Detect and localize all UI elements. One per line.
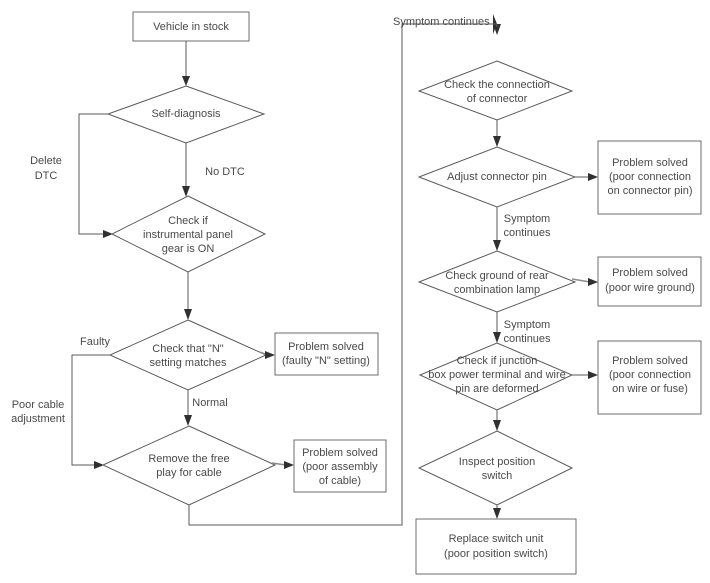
edge-check-panel-to-check-n <box>184 272 192 320</box>
node-solved-poor-assembly-label-line2: (poor assembly <box>302 461 378 473</box>
edge-remove-free-play-to-solved-cable <box>271 461 294 469</box>
edge-label-symptom-continues-2: Symptom continues <box>503 319 551 345</box>
node-check-n-setting[interactable]: Check that "N" setting matches <box>108 319 268 391</box>
node-self-diagnosis-label: Self-diagnosis <box>151 108 221 120</box>
node-solved-connector-pin-label-line1: Problem solved <box>612 157 688 169</box>
node-check-rear-lamp-ground[interactable]: Check ground of rear combination lamp <box>417 250 577 313</box>
edge-label-normal: Normal <box>192 397 227 409</box>
edge-check-junction-to-inspect-switch <box>493 410 501 431</box>
edge-label-symptom-continues-2-line1: Symptom <box>504 319 550 331</box>
node-vehicle-in-stock[interactable]: Vehicle in stock <box>132 11 250 42</box>
node-self-diagnosis[interactable]: Self-diagnosis <box>106 85 266 144</box>
node-check-rear-lamp-ground-label-line2: combination lamp <box>454 284 540 296</box>
edge-label-symptom-continues-1-line1: Symptom <box>504 213 550 225</box>
edge-check-junction-to-solved-wire <box>572 371 598 379</box>
edge-label-poor-cable-adjustment: Poor cable adjustment <box>11 399 65 425</box>
node-solved-wire-or-fuse-label-line2: (poor connection <box>609 369 691 381</box>
edge-check-n-to-solved-n <box>259 351 275 359</box>
edge-label-poor-cable-line2: adjustment <box>11 413 65 425</box>
edge-label-delete-dtc-line1: Delete <box>30 155 62 167</box>
edge-delete-dtc-loop <box>78 113 113 238</box>
node-check-junction-box-label-line1: Check if junction <box>457 355 538 367</box>
edge-check-connector-to-adjust-pin <box>493 120 501 147</box>
node-check-instrument-panel-label-line3: gear is ON <box>162 243 215 255</box>
node-solved-wire-ground-label-line1: Problem solved <box>612 267 688 279</box>
node-solved-wire-or-fuse[interactable]: Problem solved (poor connection on wire … <box>597 340 702 415</box>
node-solved-wire-or-fuse-label-line1: Problem solved <box>612 355 688 367</box>
node-check-junction-box-label-line2: box power terminal and wire <box>428 369 566 381</box>
node-solved-wire-or-fuse-label-line3: on wire or fuse) <box>612 383 688 395</box>
node-solved-wire-ground[interactable]: Problem solved (poor wire ground) <box>597 256 702 307</box>
node-adjust-connector-pin-label: Adjust connector pin <box>447 171 547 183</box>
edge-label-faulty: Faulty <box>80 336 110 348</box>
edge-label-symptom-continues-2-line2: continues <box>503 333 551 345</box>
node-solved-poor-assembly[interactable]: Problem solved (poor assembly of cable) <box>293 439 387 493</box>
node-remove-free-play[interactable]: Remove the free play for cable <box>101 425 277 506</box>
edge-label-delete-dtc: Delete DTC <box>30 155 62 182</box>
edge-inspect-switch-to-replace-switch <box>493 505 501 519</box>
edge-check-ground-to-solved-ground <box>571 278 598 286</box>
node-replace-switch-unit-label-line1: Replace switch unit <box>449 533 544 545</box>
node-solved-faulty-n-label-line1: Problem solved <box>288 341 364 353</box>
edge-label-symptom-continues-top: Symptom continues <box>393 16 490 28</box>
node-solved-poor-assembly-label-line3: of cable) <box>319 475 361 487</box>
node-solved-connector-pin-label-line3: on connector pin) <box>608 185 693 197</box>
node-solved-wire-ground-label-line2: (poor wire ground) <box>605 282 695 294</box>
node-solved-poor-assembly-label-line1: Problem solved <box>302 447 378 459</box>
node-check-connector-connection-label-line1: Check the connection <box>444 79 550 91</box>
node-check-connector-connection-label-line2: of connector <box>467 93 528 105</box>
edge-adjust-pin-to-check-ground <box>493 207 501 251</box>
node-remove-free-play-label-line2: play for cable <box>156 467 221 479</box>
edge-faulty-loop <box>71 354 110 469</box>
node-check-connector-connection[interactable]: Check the connection of connector <box>417 60 574 121</box>
node-check-n-setting-label-line2: setting matches <box>149 357 227 369</box>
edge-adjust-pin-to-solved-pin <box>575 173 598 181</box>
node-check-junction-box[interactable]: Check if junction box power terminal and… <box>418 342 574 411</box>
node-check-instrument-panel[interactable]: Check if instrumental panel gear is ON <box>110 195 267 273</box>
node-inspect-position-switch-label-line1: Inspect position <box>459 456 535 468</box>
edge-start-to-self-diagnosis <box>182 41 190 86</box>
node-check-n-setting-label-line1: Check that "N" <box>152 343 223 355</box>
edge-self-diagnosis-to-check-panel <box>182 143 190 197</box>
edge-label-symptom-continues-1-line2: continues <box>503 227 551 239</box>
node-inspect-position-switch[interactable]: Inspect position switch <box>417 430 574 506</box>
node-solved-faulty-n[interactable]: Problem solved (faulty "N" setting) <box>274 332 379 376</box>
edge-check-n-to-remove-free-play <box>184 390 192 426</box>
edge-label-symptom-continues-1: Symptom continues <box>503 213 551 239</box>
edge-label-delete-dtc-line2: DTC <box>35 170 58 182</box>
edge-label-poor-cable-line1: Poor cable <box>12 399 65 411</box>
node-remove-free-play-label-line1: Remove the free <box>148 453 229 465</box>
edge-check-ground-to-check-junction <box>493 312 501 343</box>
node-adjust-connector-pin[interactable]: Adjust connector pin <box>417 146 577 208</box>
node-solved-faulty-n-label-line2: (faulty "N" setting) <box>282 355 370 367</box>
node-replace-switch-unit[interactable]: Replace switch unit (poor position switc… <box>415 518 577 575</box>
node-solved-connector-pin[interactable]: Problem solved (poor connection on conne… <box>597 140 702 215</box>
node-vehicle-in-stock-label: Vehicle in stock <box>153 21 229 33</box>
node-check-instrument-panel-label-line2: instrumental panel <box>143 229 233 241</box>
node-replace-switch-unit-label-line2: (poor position switch) <box>444 548 548 560</box>
node-check-instrument-panel-label-line1: Check if <box>168 215 209 227</box>
node-check-junction-box-label-line3: pin are deformed <box>455 383 538 395</box>
node-inspect-position-switch-label-line2: switch <box>482 470 513 482</box>
edge-label-no-dtc: No DTC <box>205 166 245 178</box>
node-check-rear-lamp-ground-label-line1: Check ground of rear <box>445 270 549 282</box>
node-solved-connector-pin-label-line2: (poor connection <box>609 171 691 183</box>
